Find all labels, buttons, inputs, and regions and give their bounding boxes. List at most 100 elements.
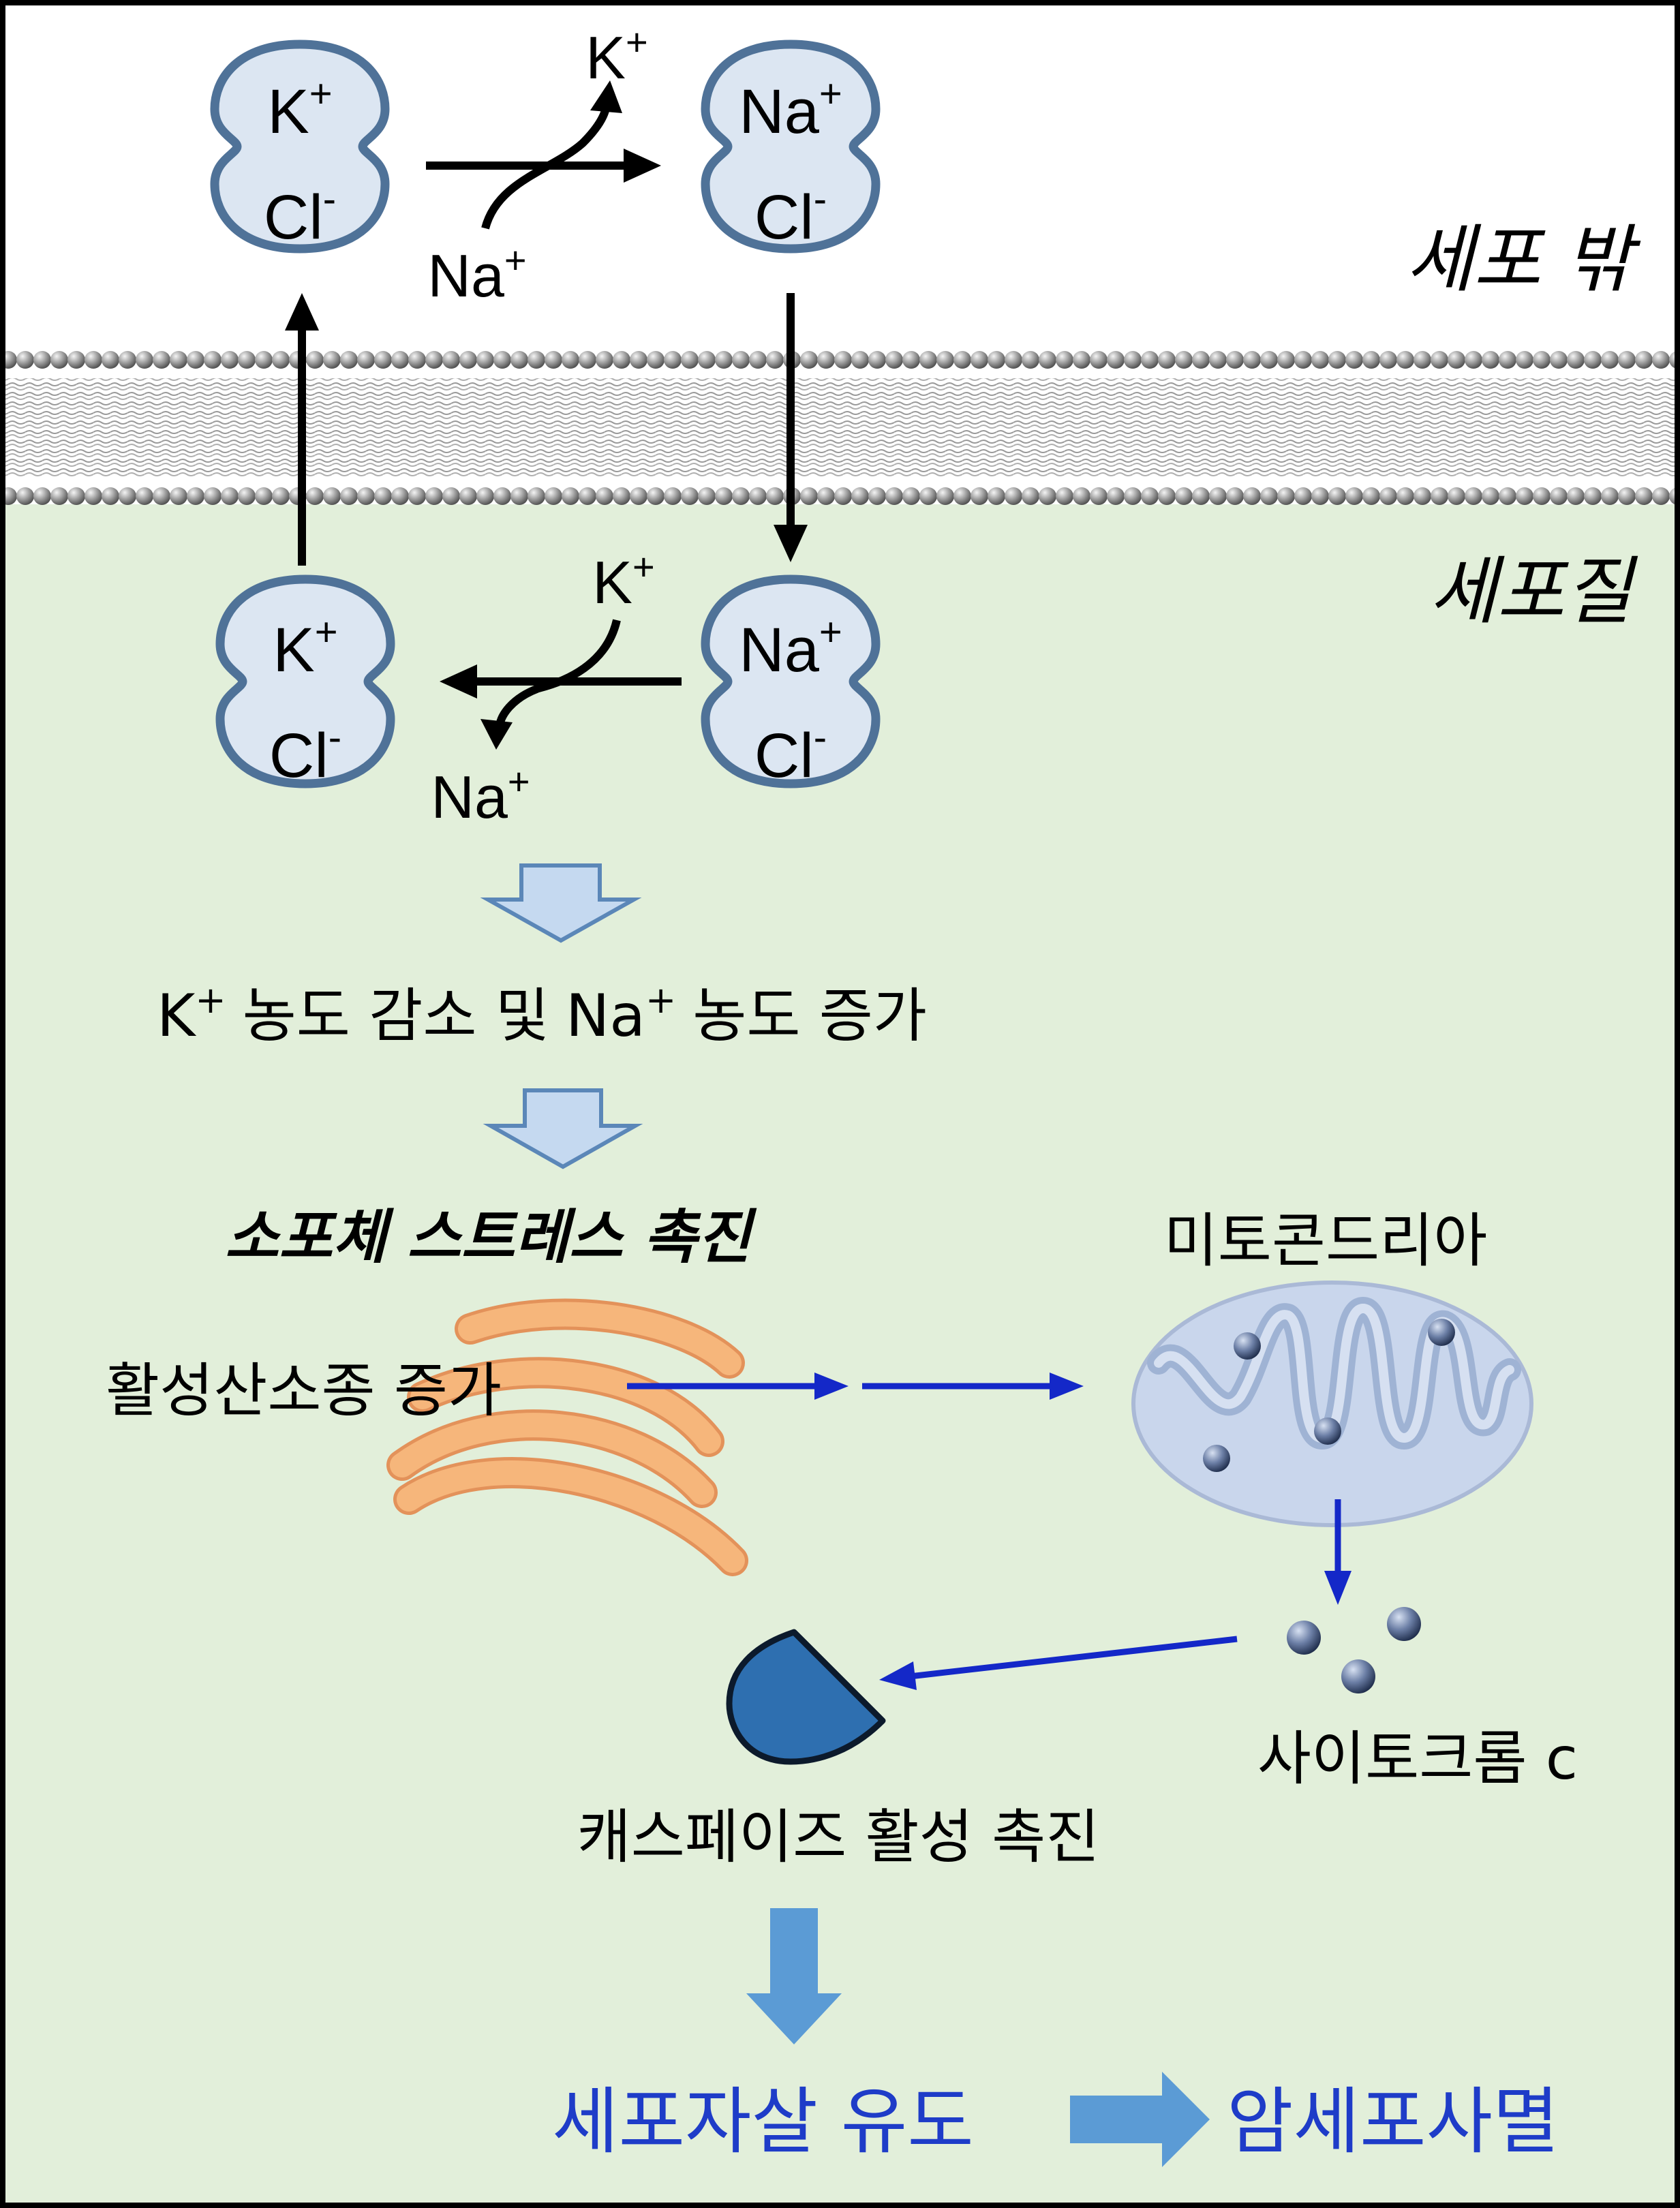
exchange-top-released-ion: K+ [585,20,647,91]
lipid-head [170,351,187,369]
lipid-head [1618,351,1636,369]
lipid-head [1294,487,1312,505]
lipid-head [1192,351,1210,369]
lipid-head [187,487,204,505]
lipid-head [238,487,256,505]
lipid-head [67,487,85,505]
lipid-head [902,351,920,369]
lipid-head [272,351,290,369]
lipid-head [1056,351,1073,369]
lipid-head [800,351,818,369]
lipid-head [306,487,324,505]
lipid-head [1277,487,1295,505]
lipid-head [868,351,886,369]
lipid-head [1533,351,1551,369]
lipid-head [1311,351,1329,369]
lipid-head [33,487,51,505]
lipid-head [1022,487,1039,505]
lipid-head [971,487,988,505]
lipid-head [1107,351,1125,369]
lipid-head [1294,351,1312,369]
lipid-head [1005,351,1022,369]
lipid-head [715,487,733,505]
carrier-top-left-cation: K+ [267,72,332,147]
exchange-bottom-taken-ion: Na+ [431,760,530,831]
carrier-top-left: K+ Cl- [215,44,385,252]
hollow-arrow-2 [483,1088,643,1169]
lipid-head [1414,487,1431,505]
lipid-head [1175,487,1193,505]
lipid-head [1379,487,1397,505]
lipid-head [647,351,665,369]
carrier-bottom-right-anion: Cl- [754,716,827,791]
lipid-head [50,487,68,505]
lipid-head [749,487,767,505]
lipid-head [1448,487,1465,505]
lipid-head [1141,487,1159,505]
lipid-head [119,351,136,369]
lipid-head [664,351,682,369]
lipid-head [919,351,937,369]
lipid-head [681,487,699,505]
lipid-head [238,351,256,369]
lipid-head [391,487,409,505]
lipid-head [493,487,511,505]
lipid-head [936,487,954,505]
lipid-head [1158,351,1176,369]
lipid-head [33,351,51,369]
lipid-head [493,351,511,369]
lipid-tails [0,378,1680,477]
caspase-activation-arrow [879,1636,1238,1690]
lipid-head [136,487,153,505]
lipid-head [698,487,716,505]
carrier-bottom-right-cation: Na+ [739,610,842,685]
lipid-head [715,351,733,369]
lipid-head [204,487,222,505]
lipid-head [1396,487,1414,505]
lipid-head [1260,487,1278,505]
lipid-head [613,351,630,369]
lipid-head [596,351,613,369]
lipid-head [16,351,34,369]
lipid-head [221,487,239,505]
lipid-head [953,487,971,505]
lipid-head [1396,351,1414,369]
lipid-head [613,487,630,505]
lipid-head [1533,487,1551,505]
lipid-head [1260,351,1278,369]
lipid-head [510,351,528,369]
lipid-head [732,351,750,369]
label-cytoplasm: 세포질 [1429,549,1638,634]
label-outside: 세포 밖 [1406,217,1641,303]
lipid-head [1567,487,1585,505]
lipid-head [1328,487,1346,505]
lipid-head [459,487,477,505]
arrow-right-down [774,293,808,562]
lipid-head [868,487,886,505]
outcome-cell-death: 암세포사멸 [1227,2080,1559,2164]
lipid-head [1141,351,1159,369]
lipid-head [1550,487,1568,505]
lipid-head [306,351,324,369]
cell-membrane [0,351,1680,505]
lipid-head [425,351,443,369]
lipid-head [834,351,852,369]
lipid-head [476,351,494,369]
lipid-head [357,351,375,369]
lipid-head [408,487,426,505]
lipid-head [579,487,596,505]
lipid-head [971,351,988,369]
mitochondrion [1131,1281,1533,1527]
lipid-head [630,487,647,505]
arrow-left-up [285,293,319,566]
result-arrow-down [746,1908,842,2044]
ros-label: 활성산소종 증가 [106,1357,502,1425]
lipid-head [1243,351,1261,369]
lipid-head [988,351,1005,369]
lipid-head [1056,487,1073,505]
lipid-head [221,351,239,369]
endoplasmic-reticulum [386,1298,748,1576]
lipid-head [851,351,869,369]
